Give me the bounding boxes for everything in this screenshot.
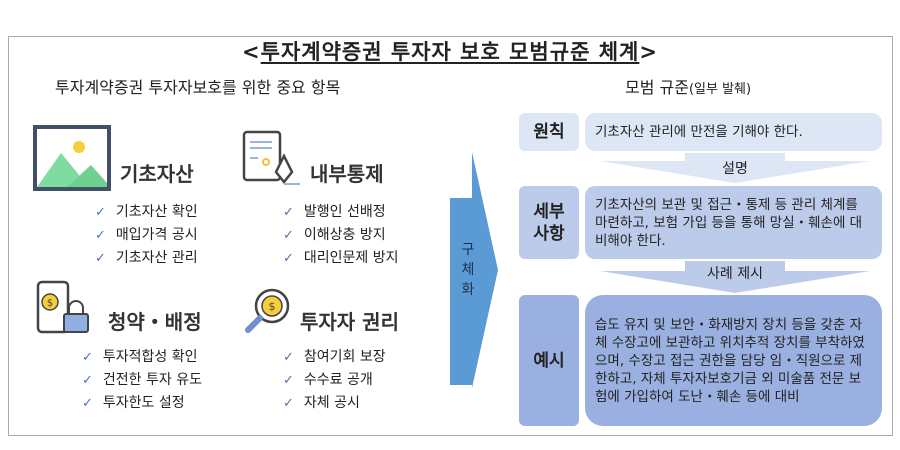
list-item: 기초자산 관리 [95,247,198,270]
right-arrow-icon [450,152,498,388]
row-content: 기초자산 관리에 만전을 기해야 한다. [585,113,882,151]
list-item: 자체 공시 [283,392,386,415]
section-heading: 청약・배정 [108,310,202,334]
list-item: 기초자산 확인 [95,201,198,224]
svg-text:$: $ [269,300,276,313]
list-item: 대리인문제 방지 [283,247,399,270]
list-item: 수수료 공개 [283,369,386,392]
arrow-label: 구체화 [461,242,475,298]
svg-text:$: $ [47,298,53,309]
section-heading: 내부통제 [310,162,384,186]
list-item: 건전한 투자 유도 [82,369,202,392]
connector-label: 사례 제시 [707,266,763,282]
checklist: 투자적합성 확인 건전한 투자 유도 투자한도 설정 [82,346,202,415]
right-subtitle: 모범 규준(일부 발췌) [625,78,752,97]
down-connector-icon [600,153,870,183]
checklist: 참여기회 보장 수수료 공개 자체 공시 [283,346,386,415]
diagram-frame [8,36,893,436]
list-item: 발행인 선배정 [283,201,399,224]
landscape-image-icon [33,125,111,191]
section-heading: 기초자산 [120,162,194,186]
row-label: 예시 [519,295,579,426]
down-connector-icon [600,261,870,293]
row-label: 세부 사항 [519,186,579,259]
document-pen-icon [242,130,300,185]
diagram-title: <투자계약증권 투자자 보호 모범규준 체계> [242,40,658,64]
list-item: 투자한도 설정 [82,392,202,415]
list-item: 투자적합성 확인 [82,346,202,369]
row-content: 기초자산의 보관 및 접근・통제 등 관리 체계를 마련하고, 보험 가입 등을… [585,186,882,259]
list-item: 참여기회 보장 [283,346,386,369]
row-label: 원칙 [519,113,579,151]
phone-lock-coin-icon: $ [36,280,89,334]
checklist: 발행인 선배정 이해상충 방지 대리인문제 방지 [283,201,399,270]
row-content: 습도 유지 및 보안・화재방지 장치 등을 갖춘 자체 수장고에 보관하고 위치… [585,295,882,426]
checklist: 기초자산 확인 매입가격 공시 기초자산 관리 [95,201,198,270]
list-item: 매입가격 공시 [95,224,198,247]
left-subtitle: 투자계약증권 투자자보호를 위한 중요 항목 [55,78,341,97]
connector-label: 설명 [722,161,748,177]
list-item: 이해상충 방지 [283,224,399,247]
section-heading: 투자자 권리 [300,310,399,334]
magnifier-coin-icon: $ [245,288,290,333]
